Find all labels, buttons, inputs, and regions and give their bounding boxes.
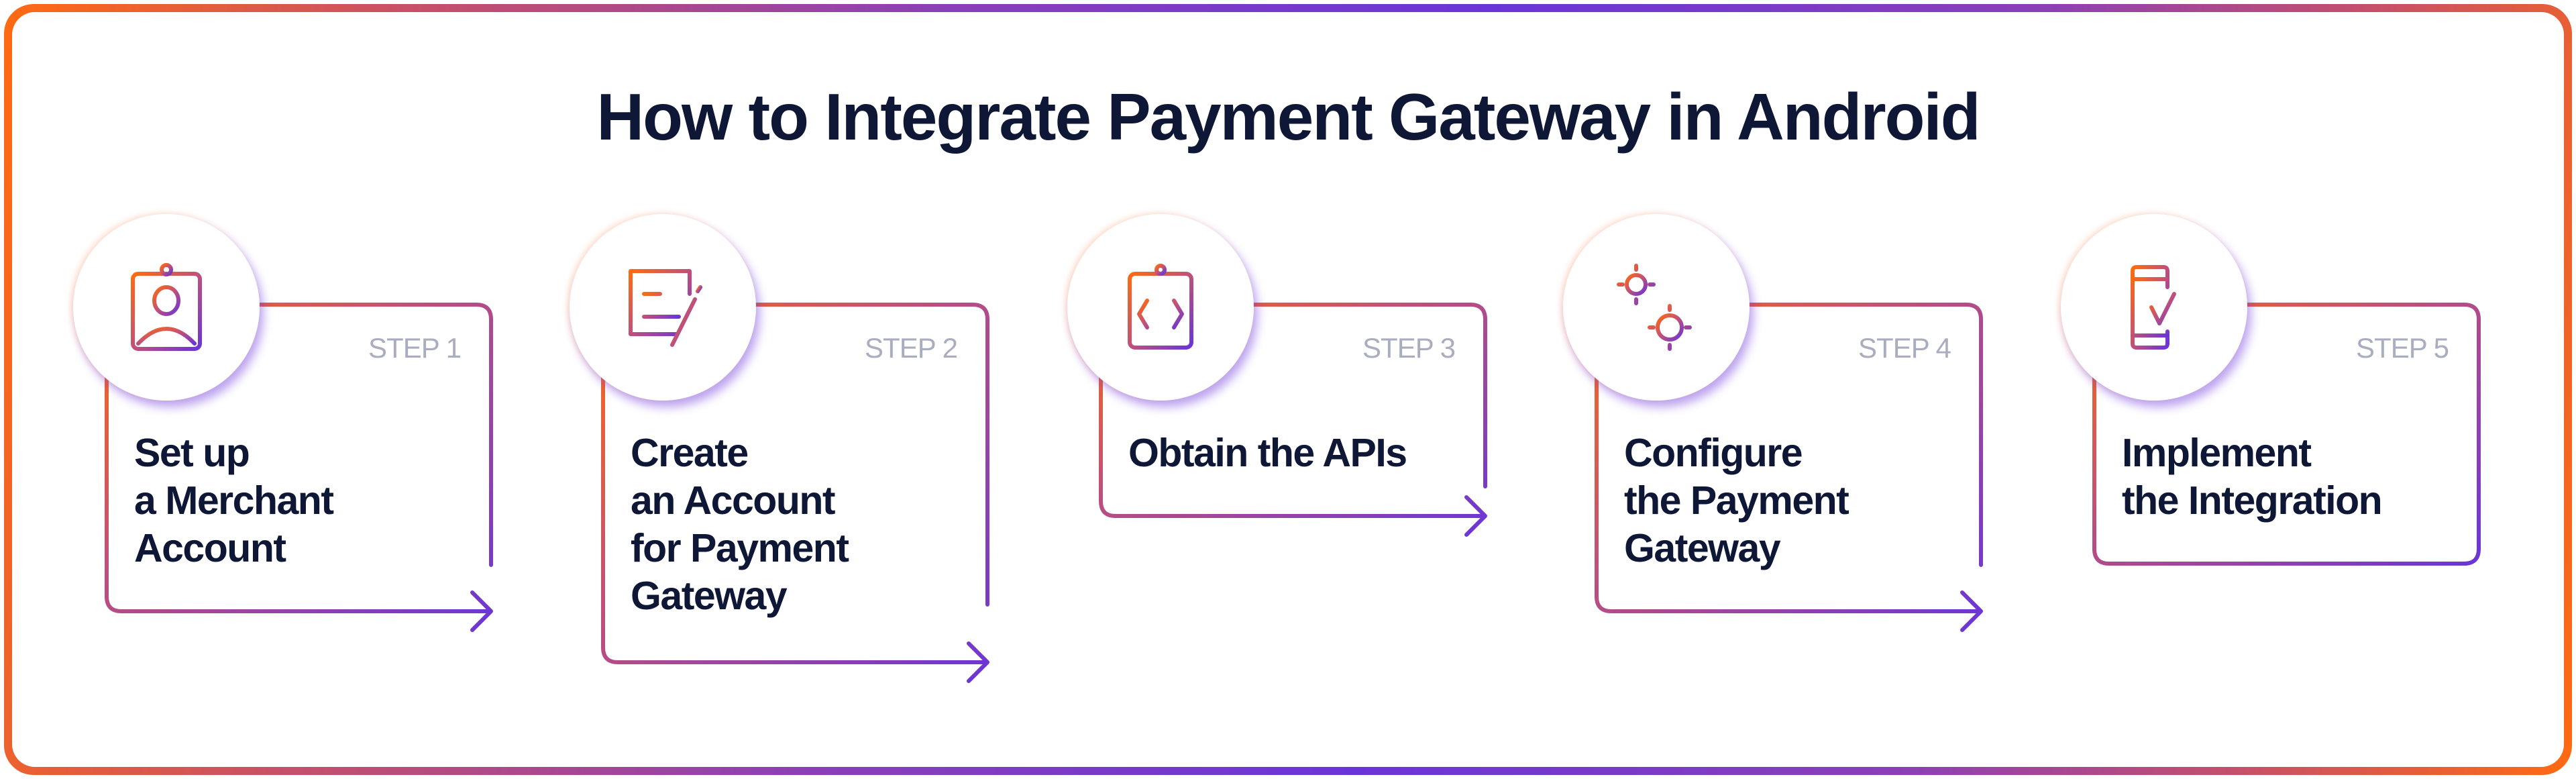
step-icon-circle xyxy=(570,214,756,401)
step-icon-circle xyxy=(1563,214,1750,401)
step-title: Set up a Merchant Account xyxy=(134,431,334,570)
step-number-label: STEP 4 xyxy=(1858,332,1951,364)
step-number-label: STEP 5 xyxy=(2356,332,2449,364)
step-number-label: STEP 1 xyxy=(368,332,462,364)
code-clipboard-icon xyxy=(1128,264,1193,350)
step-arrow xyxy=(1595,303,1983,632)
step-number-label: STEP 2 xyxy=(865,332,958,364)
step-arrow xyxy=(1099,303,1487,537)
step-icon-circle xyxy=(2061,214,2247,401)
phone-check-icon xyxy=(2131,265,2176,350)
step-arrow xyxy=(601,303,989,683)
step-number-label: STEP 3 xyxy=(1362,332,1456,364)
step-title: Implement the Integration xyxy=(2122,431,2383,523)
page-title: How to Integrate Payment Gateway in Andr… xyxy=(596,80,1980,154)
step-title: Create an Account for Payment Gateway xyxy=(631,431,849,618)
step-title: Obtain the APIs xyxy=(1128,431,1407,475)
step-icon-circle xyxy=(73,214,260,401)
step-arrow xyxy=(105,303,493,632)
gears-icon xyxy=(1617,264,1692,351)
step-title: Configure the Payment Gateway xyxy=(1624,431,1849,570)
step-icon-circle xyxy=(1067,214,1254,401)
edit-document-icon xyxy=(629,269,702,347)
id-badge-icon xyxy=(131,263,202,351)
